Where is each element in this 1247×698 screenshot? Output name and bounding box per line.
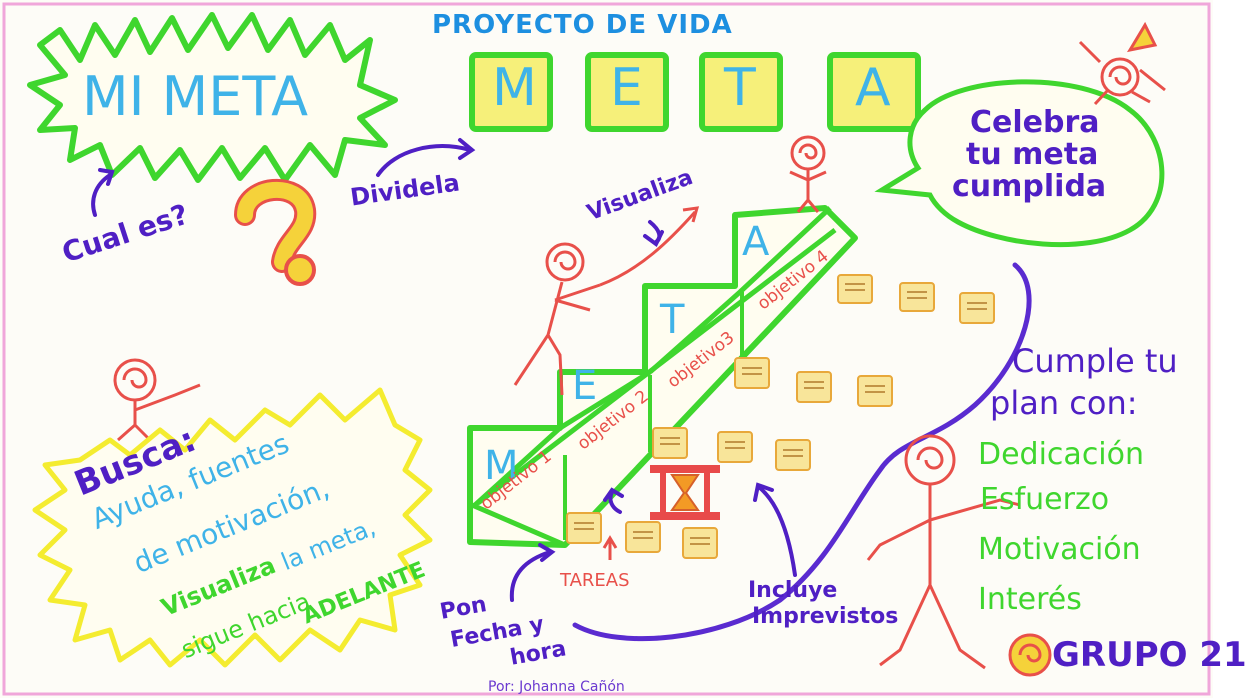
meta-letter-m: M xyxy=(492,58,537,118)
tareas-label: TAREAS xyxy=(560,570,630,591)
celebra-line-1: Celebra xyxy=(970,105,1100,140)
incluye-line-1: Incluye xyxy=(748,578,838,603)
stair-letter-t: T xyxy=(660,297,685,343)
meta-letter-e: E xyxy=(610,58,643,118)
tareas-arrow xyxy=(602,535,618,560)
cumple-item-1: Dedicación xyxy=(978,437,1145,472)
meta-letter-t: T xyxy=(724,58,756,118)
objective-band-line xyxy=(476,228,837,505)
task-notes xyxy=(566,274,995,559)
meta-letter-a: A xyxy=(855,58,891,118)
stick-figure-party xyxy=(1078,21,1166,106)
page-title: PROYECTO DE VIDA xyxy=(432,10,733,40)
incluye-line-2: Imprevistos xyxy=(752,604,899,629)
purple-path xyxy=(572,262,1032,642)
cumple-item-3: Motivación xyxy=(978,532,1141,567)
cumple-item-2: Esfuerzo xyxy=(980,482,1110,517)
celebra-bubble xyxy=(874,79,1165,248)
stair-letter-m: M xyxy=(484,443,519,489)
celebra-line-2: tu meta xyxy=(966,137,1099,172)
busca-burst xyxy=(32,387,433,668)
stair-letter-a: A xyxy=(742,219,770,265)
drawing-layer xyxy=(2,2,1211,696)
meta-boxes xyxy=(469,52,921,132)
cumple-heading-1: Cumple tu xyxy=(1012,342,1178,380)
hourglass-icon xyxy=(650,465,720,520)
stick-figure-right xyxy=(866,434,1021,670)
cumple-heading-2: plan con: xyxy=(990,384,1138,422)
page-border xyxy=(2,2,1211,696)
stair-letter-e: E xyxy=(572,363,598,409)
grupo-swirl-icon xyxy=(1008,633,1052,677)
question-mark-icon xyxy=(234,178,317,286)
grupo-label: GRUPO 21 xyxy=(1052,635,1247,675)
stick-figure-top xyxy=(789,135,827,213)
task-note-lines xyxy=(574,283,987,545)
arrows xyxy=(91,138,797,602)
author-credit: Por: Johanna Cañón xyxy=(488,679,625,695)
mi-meta-text: MI META xyxy=(82,65,309,128)
mi-meta-burst xyxy=(27,12,398,183)
staircase-band xyxy=(471,206,832,548)
stick-figure-climbing xyxy=(513,206,700,396)
cumple-item-4: Interés xyxy=(978,582,1082,617)
celebra-line-3: cumplida xyxy=(952,169,1107,204)
